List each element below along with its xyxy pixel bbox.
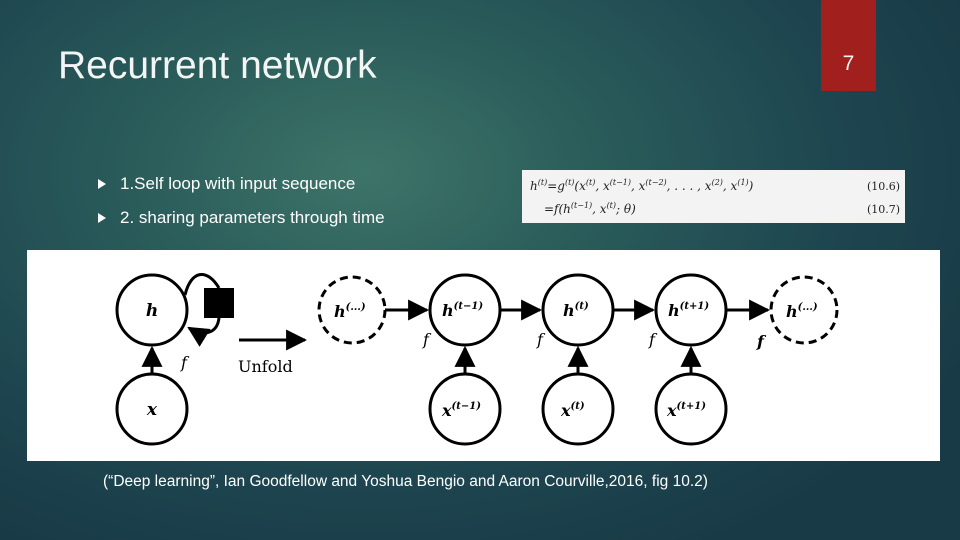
svg-text:x(t): x(t): [560, 401, 585, 420]
h-node-t-plus-1: h(t+1): [654, 273, 728, 347]
eq2-body: =f(h: [544, 202, 571, 216]
bullet-item: 2. sharing parameters through time: [98, 201, 385, 235]
bullet-item: 1.Self loop with input sequence: [98, 167, 385, 201]
h-node-dots-left: h(...): [317, 275, 387, 345]
svg-text:=f(h(t−1), x(t); θ): =f(h(t−1), x(t); θ): [544, 201, 636, 216]
bullet-text: 2. sharing parameters through time: [120, 208, 385, 227]
f-label-1: f: [422, 330, 432, 349]
eq1-lhs: h: [530, 179, 538, 193]
slide-number-badge: 7: [821, 0, 876, 91]
x-node-t-minus-1: x(t−1): [428, 372, 502, 446]
svg-text:x(t−1): x(t−1): [441, 401, 481, 420]
bullet-text: 1.Self loop with input sequence: [120, 174, 356, 193]
x-node-t-plus-1: x(t+1): [654, 372, 728, 446]
eq1-sup4: (2): [712, 178, 723, 187]
svg-text:h(t): h(t): [563, 301, 589, 320]
rnn-diagram: h x f Unfold h(...) h(t−1) h(t) h(t+1): [27, 250, 940, 461]
eq1-end: ): [748, 179, 754, 193]
eq1-lhs-sup: (t): [538, 178, 547, 187]
slide-number: 7: [842, 52, 855, 75]
eq2-sup2: (t): [607, 201, 616, 210]
svg-text:h(t+1): h(t+1): [668, 301, 709, 320]
eq1-sup1: (t): [586, 178, 595, 187]
eq2-mid: , x: [592, 202, 607, 216]
x-node-t: x(t): [541, 372, 615, 446]
eq1-mid3: , . . . , x: [667, 179, 712, 193]
eq2-number: (10.7): [867, 203, 900, 216]
bullet-list: 1.Self loop with input sequence 2. shari…: [98, 167, 385, 235]
svg-text:h(t)=g(t)(x(t), x(t−1), x(t−2): h(t)=g(t)(x(t), x(t−1), x(t−2), . . . , …: [530, 178, 754, 193]
eq1-number: (10.6): [867, 180, 900, 193]
folded-f-label: f: [180, 353, 190, 372]
eq1-eq: =g: [547, 179, 565, 193]
svg-text:h(...): h(...): [334, 302, 366, 321]
eq1-mid4: , x: [723, 179, 738, 193]
svg-text:x(t+1): x(t+1): [666, 401, 706, 420]
folded-h-node: [115, 273, 189, 347]
f-label-2: f: [536, 330, 546, 349]
eq1-sup5: (1): [737, 178, 748, 187]
figure-caption: (“Deep learning”, Ian Goodfellow and Yos…: [103, 473, 708, 490]
bullet-arrow-icon: [98, 213, 106, 223]
eq1-mid: , x: [595, 179, 610, 193]
f-label-3: f: [648, 330, 658, 349]
h-node-dots-right: h(...): [769, 275, 839, 345]
eq1-sup2: (t−1): [610, 178, 631, 187]
unfold-label: Unfold: [238, 357, 293, 376]
self-loop-arrow: [187, 317, 221, 347]
equation-image: h(t)=g(t)(x(t), x(t−1), x(t−2), . . . , …: [522, 170, 905, 223]
f-label-4: f: [756, 332, 767, 351]
eq1-sup3: (t−2): [645, 178, 666, 187]
folded-h-label: h: [146, 301, 158, 321]
svg-text:h(...): h(...): [786, 302, 818, 321]
eq1-body: (x: [574, 179, 586, 193]
page-title: Recurrent network: [58, 44, 377, 87]
h-node-t: h(t): [541, 273, 615, 347]
eq1-mid2: , x: [631, 179, 646, 193]
bullet-arrow-icon: [98, 179, 106, 189]
eq2-sup: (t−1): [571, 201, 592, 210]
folded-x-label: x: [146, 400, 158, 420]
eq2-end: ; θ): [615, 202, 636, 216]
self-loop-top: [183, 272, 221, 296]
delay-square: [204, 288, 234, 318]
h-node-t-minus-1: h(t−1): [428, 273, 502, 347]
eq1-eq-sup: (t): [565, 178, 574, 187]
svg-text:h(t−1): h(t−1): [442, 301, 483, 320]
